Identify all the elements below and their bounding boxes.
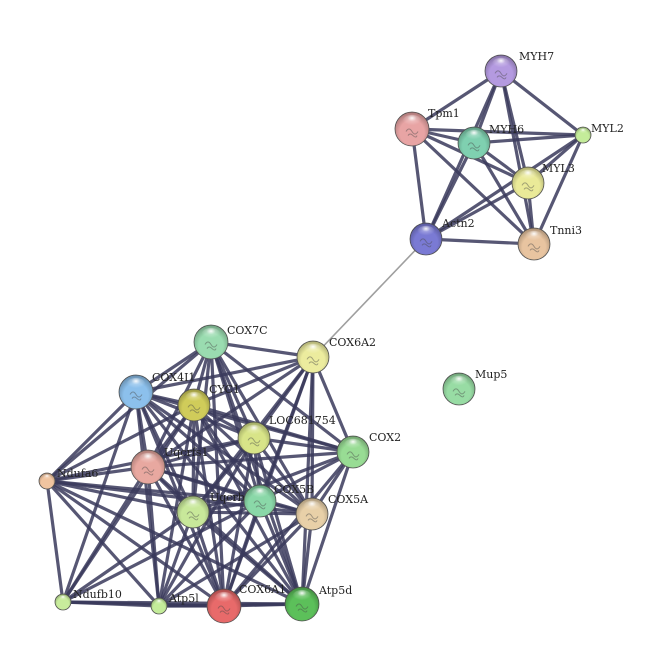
node-label: MYL3 xyxy=(542,162,575,175)
node-highlight xyxy=(519,170,537,182)
node-tpm1[interactable]: Tpm1 xyxy=(395,107,460,146)
node-myl3[interactable]: MYL3 xyxy=(512,162,575,199)
node-highlight xyxy=(293,590,312,603)
node-mup5[interactable]: Mup5 xyxy=(443,368,507,405)
node-myh7[interactable]: MYH7 xyxy=(485,50,554,87)
node-label: COX4I1 xyxy=(152,371,195,384)
node-highlight xyxy=(251,488,269,500)
node-label: COX5A xyxy=(328,493,369,506)
node-highlight xyxy=(525,231,543,243)
node-highlight xyxy=(403,115,422,128)
node-label: Ndufb10 xyxy=(73,588,122,601)
node-label: COX6A1 xyxy=(239,583,286,596)
node-highlight xyxy=(450,376,468,388)
node-label: Tnni3 xyxy=(550,224,582,237)
node-label: MYH6 xyxy=(489,123,524,136)
node-label: Atp5d xyxy=(318,584,352,597)
node-label: Uqcrfs1 xyxy=(164,446,208,459)
node-highlight xyxy=(59,595,68,601)
node-highlight xyxy=(139,453,158,466)
node-label: Uqcrb xyxy=(210,491,245,504)
node-label: LOC681754 xyxy=(269,414,336,427)
node-label: Tpm1 xyxy=(428,107,460,120)
node-highlight xyxy=(417,226,435,238)
node-label: CYC1 xyxy=(209,383,240,396)
node-cox7c[interactable]: COX7C xyxy=(194,324,268,359)
node-label: Atp5l xyxy=(168,592,199,605)
node-label: COX6A2 xyxy=(329,336,376,349)
node-myl2[interactable]: MYL2 xyxy=(575,122,624,143)
node-highlight xyxy=(155,599,164,605)
node-label: MYH7 xyxy=(519,50,554,63)
node-highlight xyxy=(344,439,362,451)
node-label: Actn2 xyxy=(441,217,475,230)
node-actn2[interactable]: Actn2 xyxy=(410,217,475,255)
node-highlight xyxy=(465,130,483,142)
node-highlight xyxy=(185,392,203,404)
node-highlight xyxy=(43,474,52,480)
node-highlight xyxy=(492,58,510,70)
node-label: COX2 xyxy=(369,431,401,444)
node-highlight xyxy=(215,592,234,605)
node-highlight xyxy=(303,501,321,513)
node-highlight xyxy=(579,128,588,134)
node-cox6a2[interactable]: COX6A2 xyxy=(297,336,376,373)
node-label: Ndufa6 xyxy=(57,467,98,480)
node-label: COX5B xyxy=(274,483,314,496)
edge-ndufa6-ndufb10 xyxy=(47,481,63,602)
node-tnni3[interactable]: Tnni3 xyxy=(518,224,582,260)
node-atp5d[interactable]: Atp5d xyxy=(285,584,352,621)
node-highlight xyxy=(127,378,146,391)
node-highlight xyxy=(184,499,202,511)
node-label: MYL2 xyxy=(591,122,624,135)
node-label: COX7C xyxy=(227,324,268,337)
node-label: Mup5 xyxy=(475,368,507,381)
node-highlight xyxy=(202,328,221,341)
node-highlight xyxy=(245,425,263,437)
node-highlight xyxy=(304,344,322,356)
